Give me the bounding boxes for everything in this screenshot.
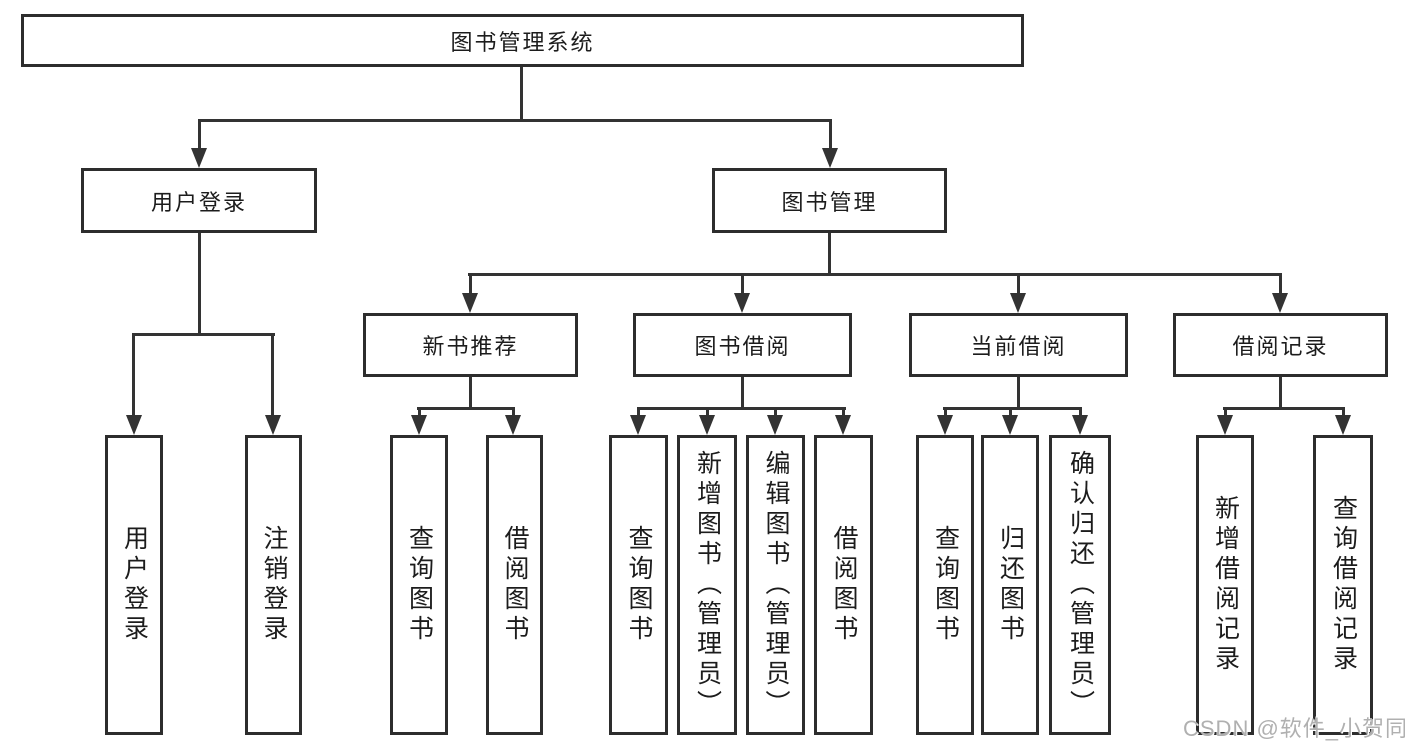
arrow-down-icon	[734, 293, 750, 313]
arrow-down-icon	[505, 415, 521, 435]
leaf-cb-return-books: 归还图书	[981, 435, 1039, 735]
connector-line	[198, 233, 201, 335]
arrow-down-icon	[767, 415, 783, 435]
connector-line	[1279, 375, 1282, 410]
connector-line	[198, 120, 201, 152]
arrow-down-icon	[1335, 415, 1351, 435]
node-user-login: 用户登录	[81, 168, 317, 233]
arrow-down-icon	[1010, 293, 1026, 313]
connector-line	[741, 274, 744, 296]
connector-line	[198, 119, 832, 122]
connector-line	[1017, 274, 1020, 296]
arrow-down-icon	[630, 415, 646, 435]
arrow-down-icon	[699, 415, 715, 435]
csdn-watermark: CSDN @软件_小贺同学	[1183, 716, 1405, 741]
connector-line	[1223, 407, 1345, 410]
connector-line	[741, 377, 744, 410]
connector-line	[512, 408, 515, 420]
arrow-down-icon	[1217, 415, 1233, 435]
arrow-down-icon	[1272, 293, 1288, 313]
connector-line	[637, 407, 846, 410]
connector-line	[1224, 408, 1227, 420]
leaf-bb-add-books-admin: 新增图书（管理员）	[677, 435, 737, 735]
connector-line	[520, 67, 523, 121]
connector-line	[1342, 408, 1345, 420]
node-library-management-system: 图书管理系统	[21, 14, 1024, 67]
node-current-borrowing: 当前借阅	[909, 313, 1128, 377]
leaf-bb-query-books: 查询图书	[609, 435, 668, 735]
arrow-down-icon	[411, 415, 427, 435]
leaf-bb-edit-books-admin: 编辑图书（管理员）	[746, 435, 805, 735]
connector-line	[944, 408, 947, 420]
connector-line	[132, 333, 275, 336]
arrow-down-icon	[265, 415, 281, 435]
node-book-borrowing: 图书借阅	[633, 313, 852, 377]
connector-line	[418, 408, 421, 420]
connector-line	[132, 334, 135, 418]
connector-line	[417, 407, 515, 410]
leaf-nbr-query-books: 查询图书	[390, 435, 448, 735]
connector-line	[1017, 377, 1020, 410]
arrow-down-icon	[462, 293, 478, 313]
arrow-down-icon	[191, 148, 207, 168]
connector-line	[271, 334, 274, 418]
connector-line	[828, 233, 831, 276]
node-new-book-recommendation: 新书推荐	[363, 313, 578, 377]
arrow-down-icon	[1002, 415, 1018, 435]
connector-line	[706, 408, 709, 420]
connector-line	[469, 274, 472, 296]
connector-line	[1009, 408, 1012, 420]
arrow-down-icon	[126, 415, 142, 435]
arrow-down-icon	[937, 415, 953, 435]
arrow-down-icon	[822, 148, 838, 168]
arrow-down-icon	[1072, 415, 1088, 435]
connector-line	[637, 408, 640, 420]
leaf-nbr-borrow-books: 借阅图书	[486, 435, 543, 735]
leaf-user-login: 用户登录	[105, 435, 163, 735]
connector-line	[842, 408, 845, 420]
node-book-management: 图书管理	[712, 168, 947, 233]
connector-line	[829, 120, 832, 152]
leaf-cb-query-books: 查询图书	[916, 435, 974, 735]
leaf-br-add-borrow-record: 新增借阅记录	[1196, 435, 1254, 735]
connector-line	[1279, 274, 1282, 296]
connector-line	[468, 273, 1282, 276]
arrow-down-icon	[835, 415, 851, 435]
node-borrowing-records: 借阅记录	[1173, 313, 1388, 377]
connector-line	[1079, 408, 1082, 420]
connector-line	[774, 408, 777, 420]
leaf-cb-confirm-return-admin: 确认归还（管理员）	[1049, 435, 1111, 735]
connector-line	[943, 407, 1082, 410]
leaf-logout-login: 注销登录	[245, 435, 302, 735]
leaf-br-query-borrow-record: 查询借阅记录	[1313, 435, 1373, 735]
leaf-bb-borrow-books: 借阅图书	[814, 435, 873, 735]
connector-line	[469, 377, 472, 410]
